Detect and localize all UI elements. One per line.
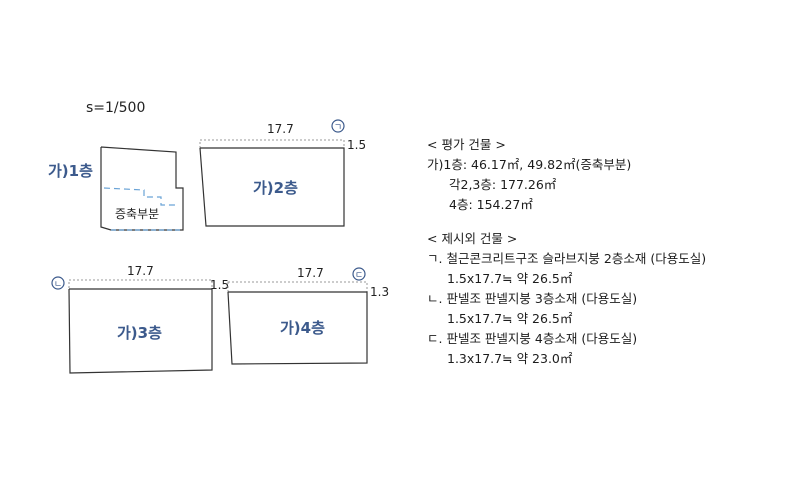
floor-3-plan: 17.7 1.5 ㄴ 가)3층 bbox=[51, 264, 229, 374]
marker-circle-icon bbox=[331, 119, 345, 133]
eval-line-3: 4층: 154.27㎡ bbox=[449, 197, 533, 212]
extra-area-1: 1.5x17.7≒ 약 26.5㎡ bbox=[447, 271, 573, 286]
extra-area-3: 1.3x17.7≒ 약 23.0㎡ bbox=[447, 351, 573, 366]
extra-line-3: ㄷ. 판넬조 판넬지붕 4층소재 (다용도실) bbox=[427, 331, 638, 346]
floor-3-side-dimension: 1.5 bbox=[210, 278, 229, 292]
floor-2-top-dimension: 17.7 bbox=[267, 122, 294, 136]
extra-header: < 제시외 건물 > bbox=[427, 231, 518, 246]
scale-label: s=1/500 bbox=[86, 100, 145, 116]
extension-label: 증축부분 bbox=[115, 207, 159, 221]
extra-area-2: 1.5x17.7≒ 약 26.5㎡ bbox=[447, 311, 573, 326]
floor-1-label: 가)1층 bbox=[48, 162, 93, 180]
eval-header: < 평가 건물 > bbox=[427, 137, 506, 152]
eval-line-2: 각2,3층: 177.26㎡ bbox=[449, 177, 557, 192]
marker-circle-icon bbox=[352, 267, 366, 281]
eval-line-1: 가)1층: 46.17㎡, 49.82㎡(증축부분) bbox=[427, 157, 632, 172]
floor-4-plan: 17.7 1.3 ㄷ 가)4층 bbox=[227, 266, 389, 365]
floor-4-label: 가)4층 bbox=[280, 319, 325, 337]
floor-plan-drawing: s=1/500 가)1층 증축부분 17.7 1.5 ㄱ 가)2층 17.7 1… bbox=[48, 100, 389, 374]
floor-1-plan: 가)1층 증축부분 bbox=[48, 146, 184, 231]
floor-2-side-dimension: 1.5 bbox=[347, 138, 366, 152]
floor-4-marker: ㄷ bbox=[355, 271, 363, 281]
marker-circle-icon bbox=[51, 276, 65, 290]
floor-2-label: 가)2층 bbox=[253, 179, 298, 197]
floor-3-marker: ㄴ bbox=[54, 280, 62, 290]
floor-3-label: 가)3층 bbox=[117, 324, 162, 342]
floor-4-top-dimension: 17.7 bbox=[297, 266, 324, 280]
extra-line-1: ㄱ. 철근콘크리트구조 슬라브지붕 2층소재 (다용도실) bbox=[427, 251, 707, 266]
floor-4-side-dimension: 1.3 bbox=[370, 285, 389, 299]
extra-line-2: ㄴ. 판넬조 판넬지붕 3층소재 (다용도실) bbox=[427, 291, 638, 306]
floor-3-top-dimension: 17.7 bbox=[127, 264, 154, 278]
floor-2-marker: ㄱ bbox=[334, 123, 342, 133]
floor-2-plan: 17.7 1.5 ㄱ 가)2층 bbox=[199, 119, 366, 227]
legend-panel: < 평가 건물 > 가)1층: 46.17㎡, 49.82㎡(증축부분) 각2,… bbox=[427, 135, 706, 369]
